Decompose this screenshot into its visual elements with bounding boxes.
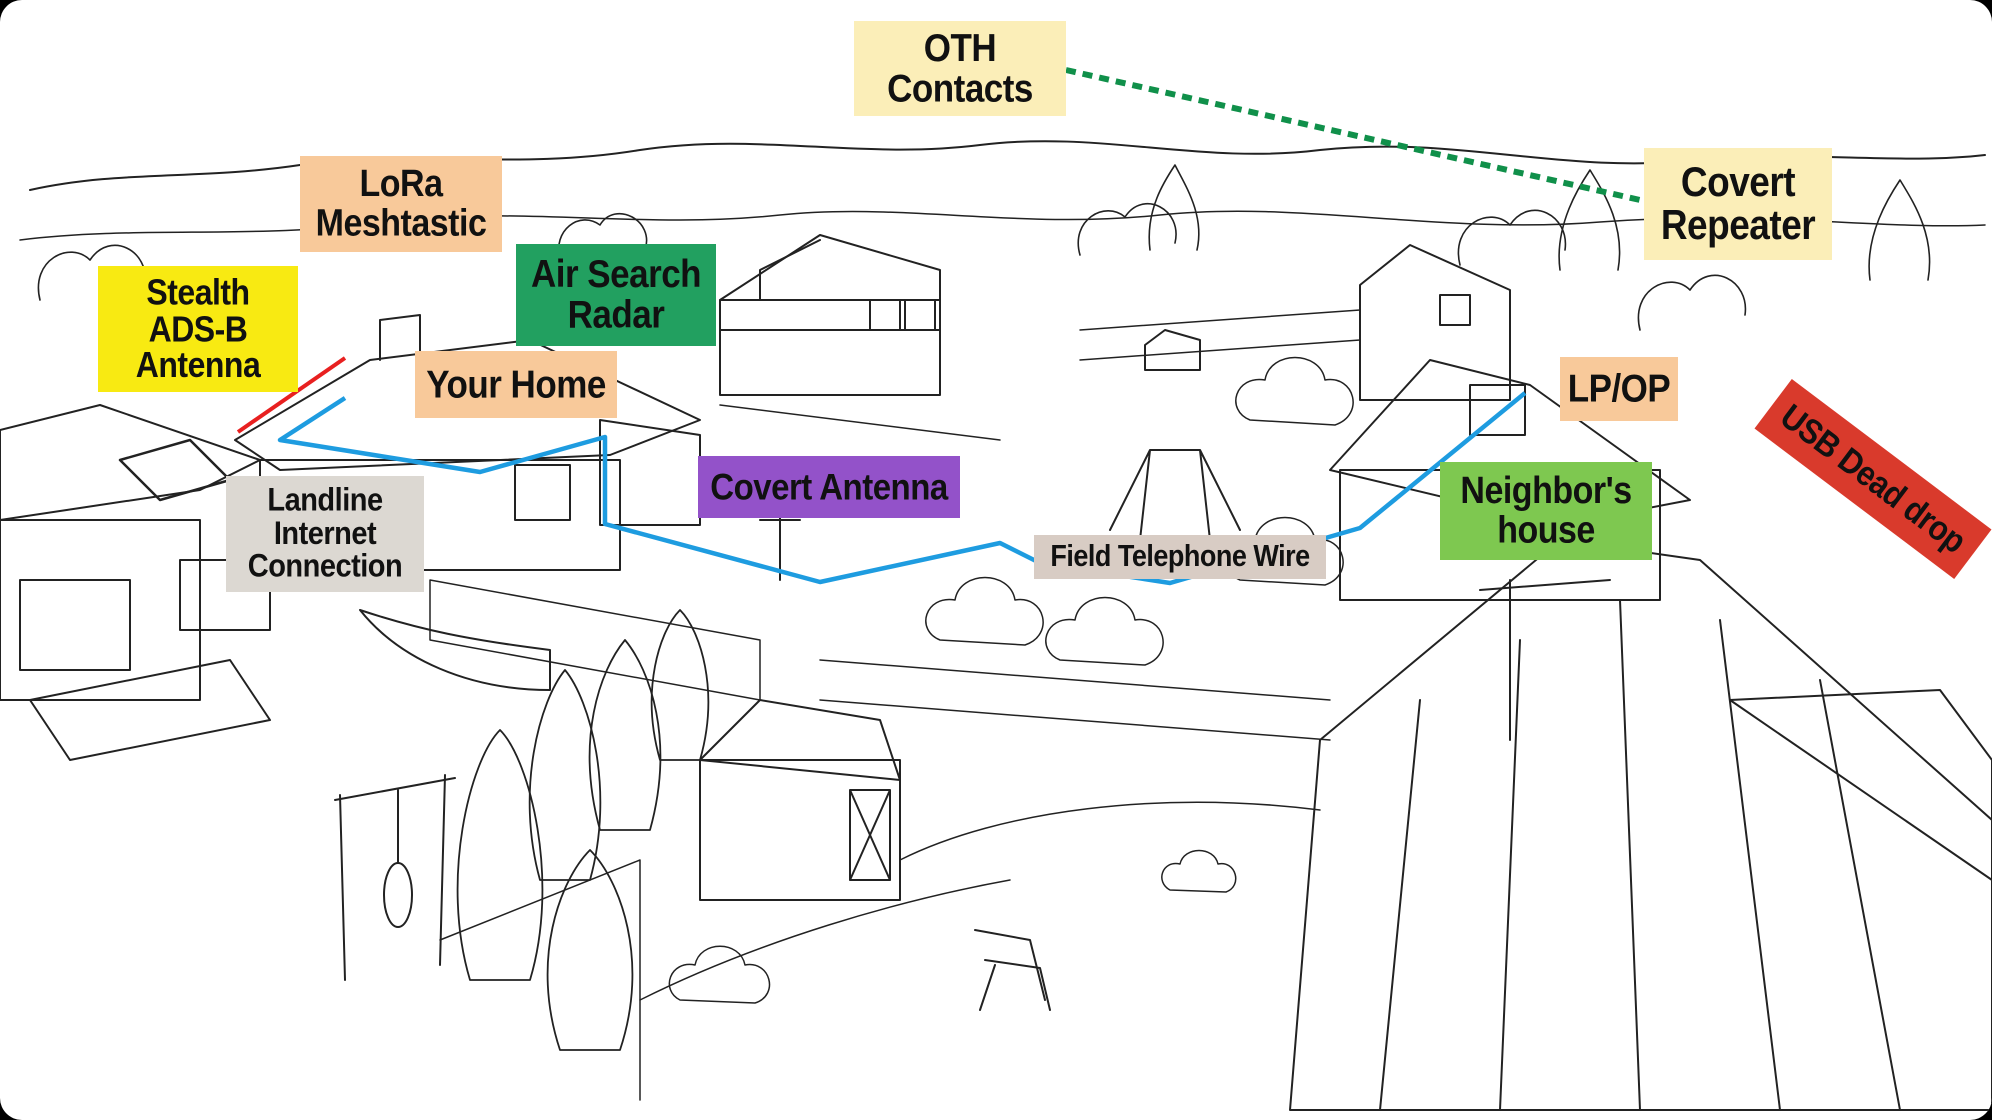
foreground-roof bbox=[1289, 539, 1992, 1111]
label-oth-contacts: OTH Contacts bbox=[854, 21, 1066, 116]
swing-set bbox=[334, 774, 456, 981]
lawn-edge bbox=[899, 801, 1321, 861]
label-field-telephone-wire: Field Telephone Wire bbox=[1034, 535, 1326, 579]
dog-house bbox=[1144, 329, 1201, 371]
label-lp-op: LP/OP bbox=[1560, 357, 1678, 421]
back-right-barn bbox=[1359, 244, 1511, 401]
label-air-search-radar: Air Search Radar bbox=[516, 244, 716, 346]
label-neighbors-house: Neighbor's house bbox=[1440, 462, 1652, 560]
rowboat bbox=[359, 609, 551, 691]
small-swing bbox=[1109, 449, 1241, 541]
bushes bbox=[668, 356, 1354, 1004]
label-your-home: Your Home bbox=[415, 351, 617, 418]
label-lora-meshtastic: LoRa Meshtastic bbox=[300, 156, 502, 252]
label-covert-repeater: Covert Repeater bbox=[1644, 148, 1832, 260]
fences bbox=[429, 309, 1361, 1101]
tree-line bbox=[37, 164, 1931, 331]
lawn-chair bbox=[974, 929, 1051, 1011]
evergreens bbox=[456, 609, 710, 1051]
back-barn bbox=[719, 234, 941, 396]
label-covert-antenna: Covert Antenna bbox=[698, 456, 960, 518]
label-landline-internet-connection: Landline Internet Connection bbox=[226, 476, 424, 592]
shed bbox=[699, 699, 901, 901]
lawn-edge-2 bbox=[639, 879, 1011, 1001]
antenna-red-line bbox=[236, 356, 347, 434]
lpop-pole bbox=[1479, 579, 1611, 741]
oth-link-dashed bbox=[1065, 67, 1641, 203]
label-stealth-adsb-antenna: Stealth ADS-B Antenna bbox=[98, 266, 298, 392]
